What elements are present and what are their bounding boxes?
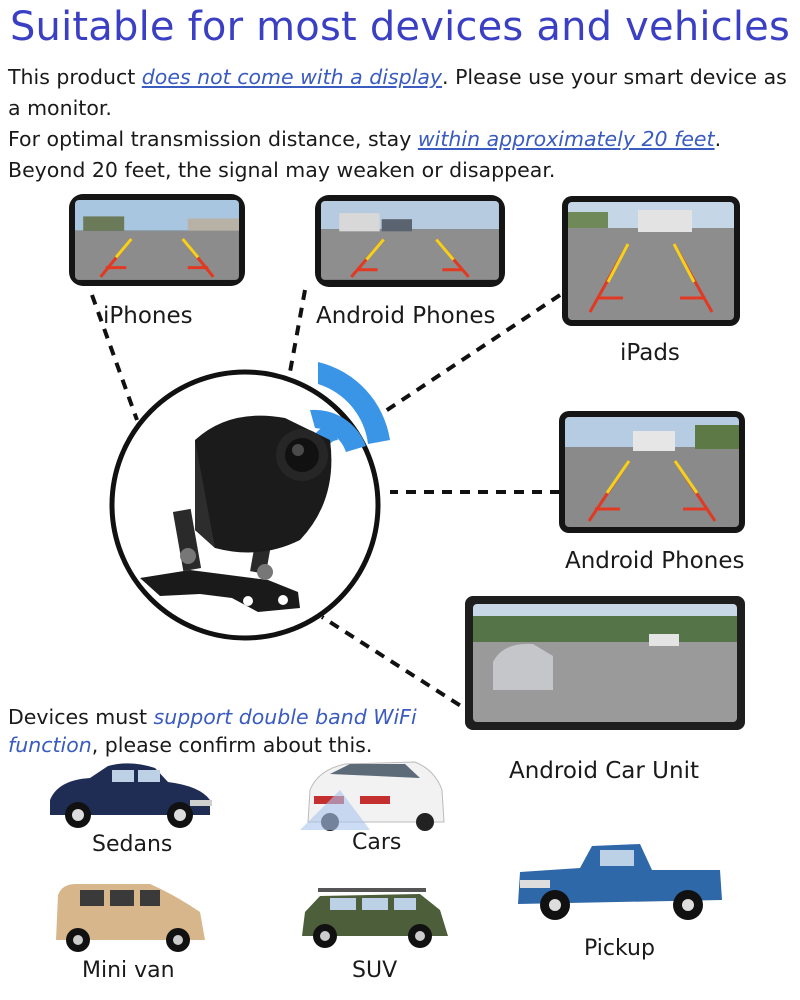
pickup-icon <box>518 844 722 920</box>
car-icon <box>300 761 445 831</box>
label-android-phones-top: Android Phones <box>316 303 496 329</box>
android-phone-device <box>315 195 505 287</box>
dash-line-iphones <box>90 294 139 421</box>
label-ipads: iPads <box>620 340 680 366</box>
distance-note: within approximately 20 feet <box>417 127 715 151</box>
wifi-requirement-note: Devices must support double band WiFi fu… <box>8 703 448 759</box>
intro-paragraph: This product does not come with a displa… <box>8 62 798 186</box>
android-tablet-camera-view <box>565 417 739 527</box>
sedan-icon <box>50 763 212 828</box>
dash-line-android-phones <box>286 289 307 384</box>
intro-line2-pre: For optimal transmission distance, stay <box>8 127 418 151</box>
iphone-device <box>69 194 245 286</box>
label-suv: SUV <box>352 958 398 983</box>
camera-icon <box>140 415 332 612</box>
label-mini-van: Mini van <box>82 958 175 983</box>
minivan-icon <box>56 884 205 952</box>
page-title: Suitable for most devices and vehicles <box>9 4 791 50</box>
label-android-phones-tablet: Android Phones <box>565 548 745 574</box>
label-cars: Cars <box>352 830 402 855</box>
ipad-device <box>562 196 740 326</box>
note-highlight: support double band WiFi function <box>8 705 417 757</box>
note-post: , please confirm about this. <box>91 733 373 757</box>
suv-icon <box>302 888 448 948</box>
ipad-camera-view <box>568 202 734 320</box>
no-display-note: does not come with a display <box>141 65 443 89</box>
android-car-unit-device <box>465 596 745 730</box>
android-tablet-device <box>559 411 745 533</box>
dash-line-ipads <box>373 293 562 420</box>
label-iphones: iPhones <box>103 303 193 329</box>
intro-line3: Beyond 20 feet, the signal may weaken or… <box>8 158 556 182</box>
iphone-camera-view <box>75 200 239 280</box>
intro-line1-post: . Please use your smart device as a moni… <box>8 65 787 120</box>
android-phone-camera-view <box>321 201 499 280</box>
label-sedans: Sedans <box>92 832 173 857</box>
dash-line-car-unit <box>320 615 477 717</box>
note-pre: Devices must <box>8 705 154 729</box>
intro-line1-pre: This product <box>8 65 142 89</box>
label-pickup: Pickup <box>584 936 655 961</box>
car-unit-camera-view <box>473 604 737 722</box>
label-android-car-unit: Android Car Unit <box>509 758 699 784</box>
intro-line2-post: . <box>714 127 722 151</box>
